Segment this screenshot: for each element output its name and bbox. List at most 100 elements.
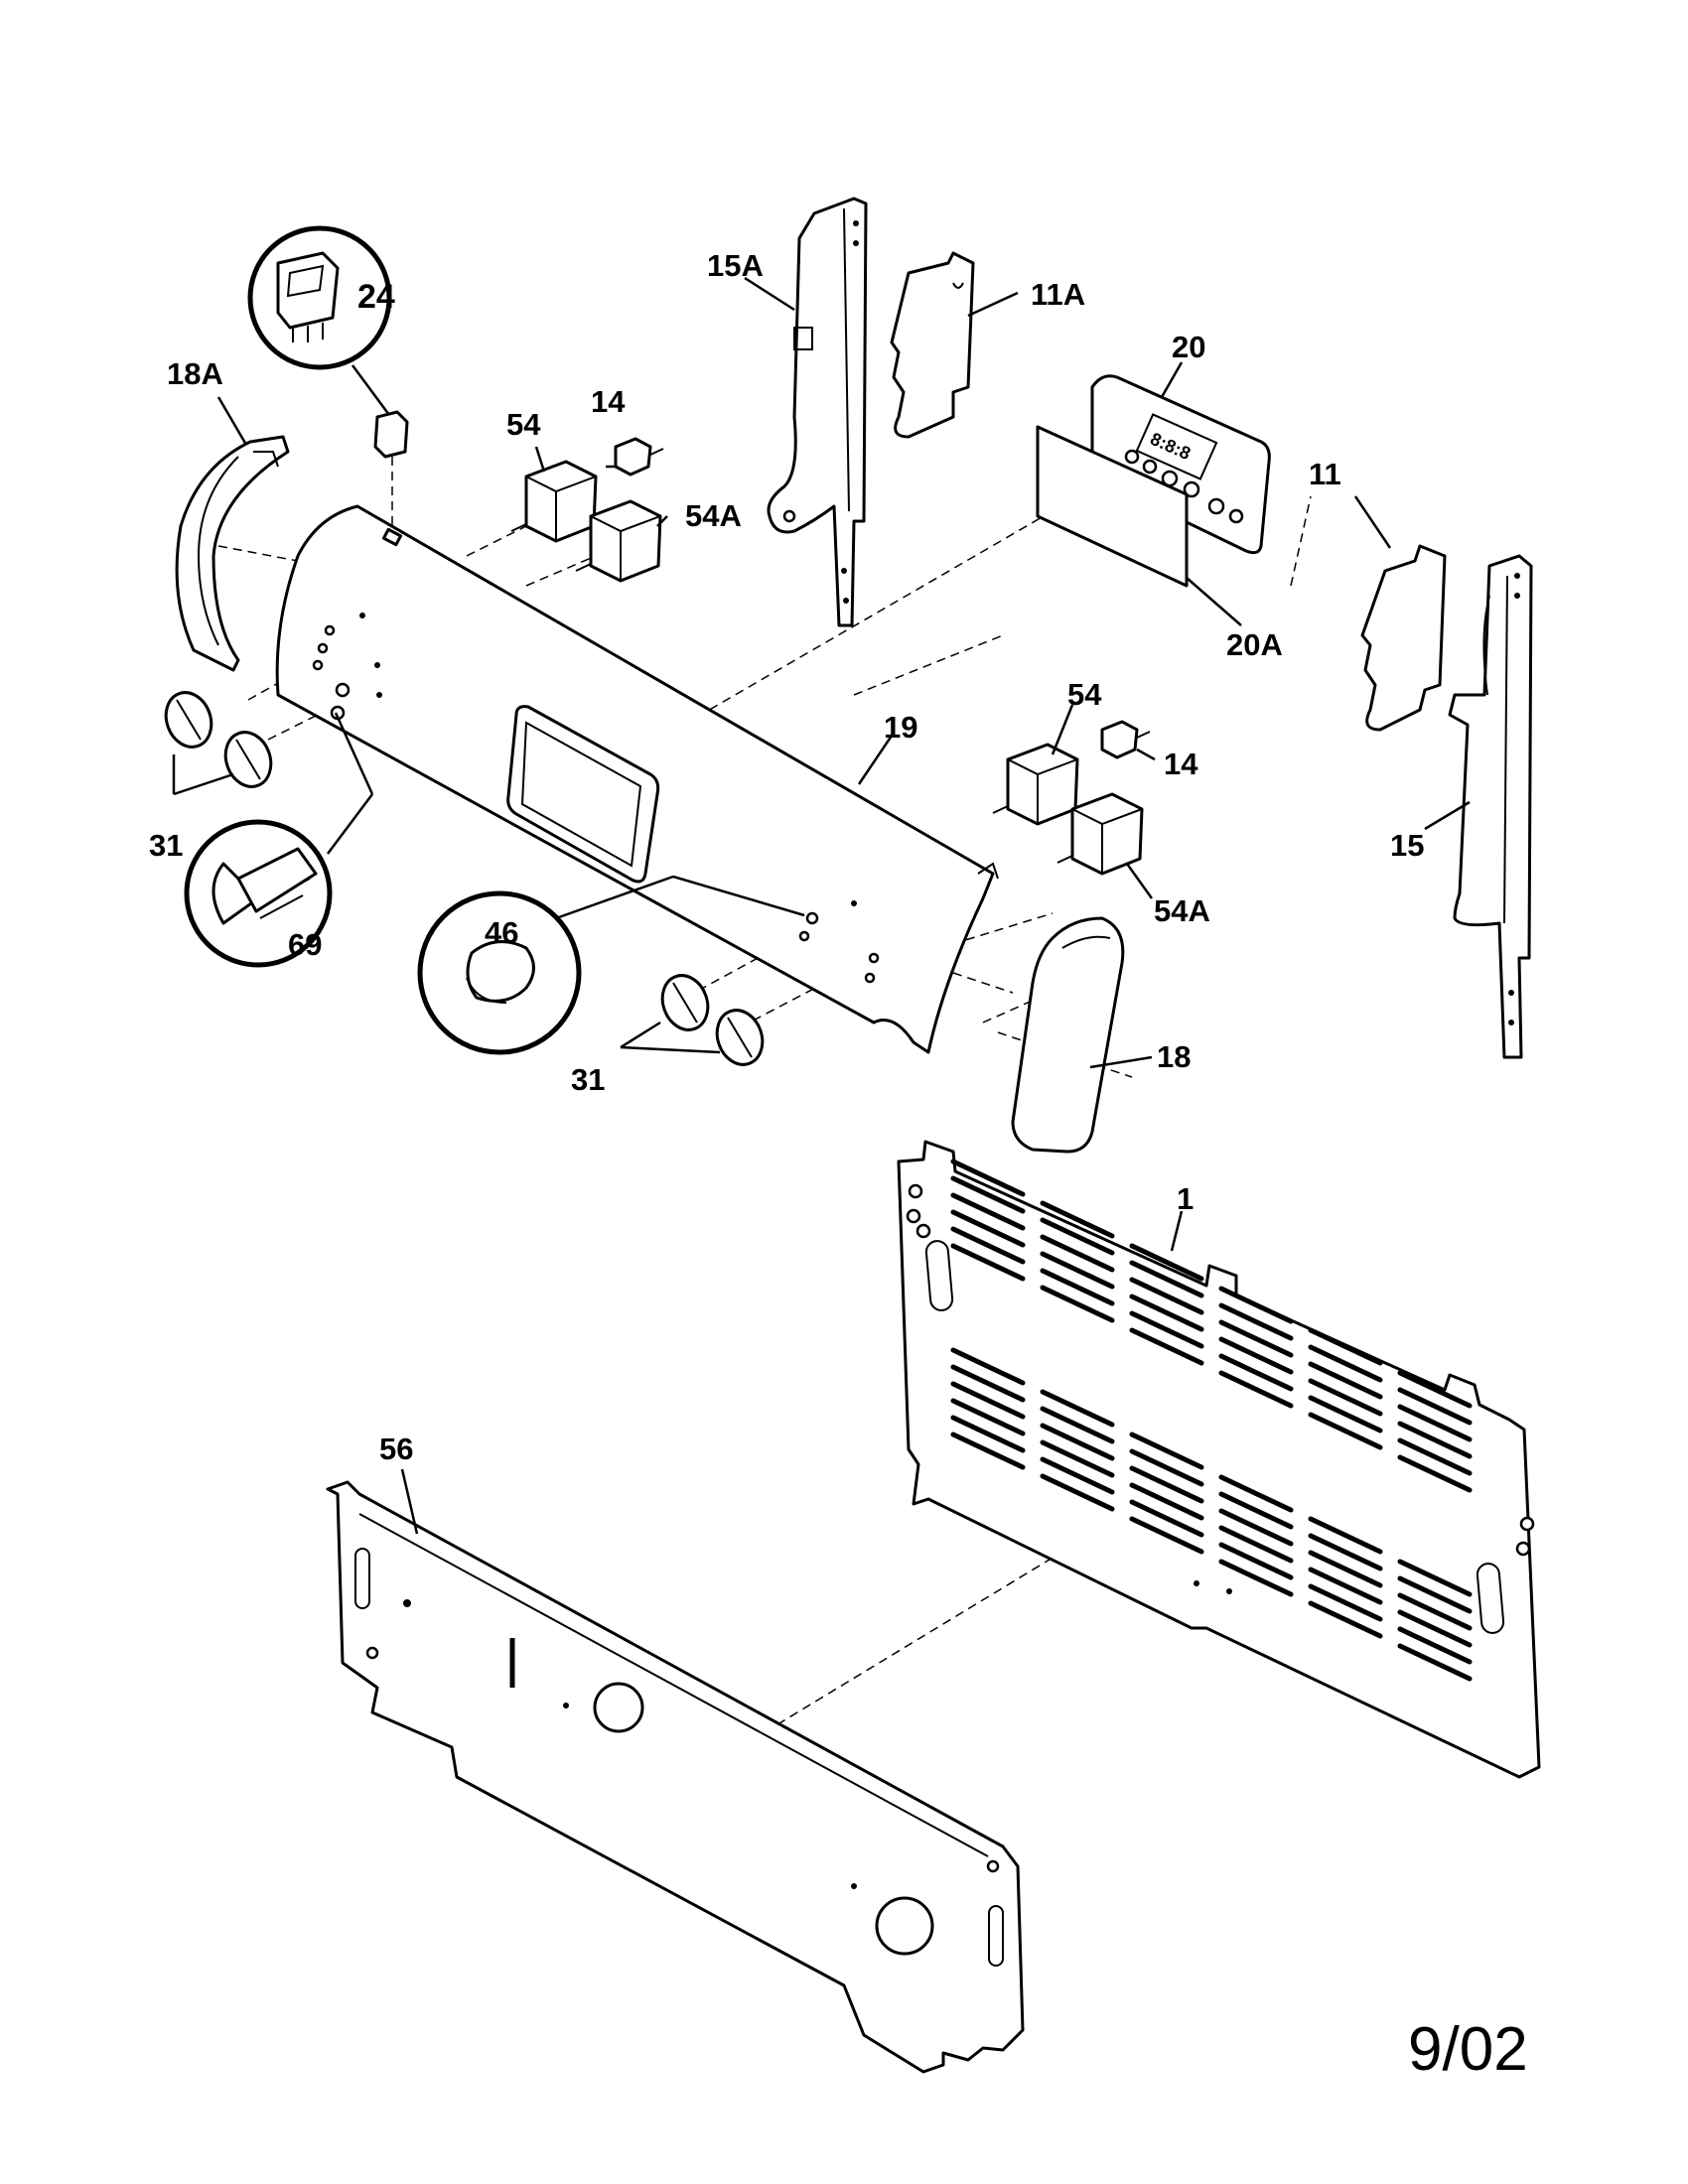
- vent-slot: [1040, 1389, 1115, 1428]
- vent-slot: [1129, 1327, 1204, 1366]
- vent-slot: [950, 1381, 1026, 1420]
- vent-slot: [1308, 1327, 1383, 1366]
- knob-31-left-a: [164, 691, 213, 749]
- side-bracket-15: [1448, 554, 1533, 1059]
- insulation-panel-11a: [890, 251, 975, 439]
- vent-slot: [1218, 1508, 1294, 1547]
- vent-slot: [1218, 1319, 1294, 1358]
- vent-slot: [1308, 1583, 1383, 1622]
- rocker-switch-24-small: [373, 410, 409, 459]
- side-bracket-15a: [767, 197, 868, 627]
- vent-slot: [1397, 1609, 1473, 1648]
- vent-slot: [1040, 1234, 1115, 1273]
- vent-slot: [950, 1432, 1026, 1470]
- vent-slot: [1218, 1302, 1294, 1341]
- vent-slot: [1129, 1432, 1204, 1470]
- vent-slot: [1129, 1465, 1204, 1504]
- vent-slot: [1397, 1626, 1473, 1665]
- vent-slot: [1308, 1412, 1383, 1450]
- vent-slot: [1129, 1294, 1204, 1332]
- vent-slot: [1129, 1448, 1204, 1487]
- vent-slot: [1308, 1378, 1383, 1417]
- vent-slot: [1218, 1353, 1294, 1392]
- label-part-54-left: 54: [506, 407, 541, 442]
- vent-slot: [1308, 1550, 1383, 1588]
- vent-slot: [1308, 1395, 1383, 1433]
- vent-slot: [950, 1364, 1026, 1403]
- label-part-31-left: 31: [149, 828, 183, 863]
- vent-slot: [1040, 1406, 1115, 1444]
- vent-slot: [1040, 1473, 1115, 1512]
- indicator-light-14-right: [1100, 720, 1151, 759]
- insulation-panel-11: [1360, 544, 1447, 732]
- vent-slot: [1040, 1200, 1115, 1239]
- vent-slot: [1129, 1499, 1204, 1538]
- vent-slot: [1308, 1600, 1383, 1639]
- label-part-20: 20: [1172, 330, 1205, 364]
- label-part-20a: 20A: [1226, 627, 1283, 662]
- label-leaders: [172, 276, 1471, 1535]
- vent-slot: [1218, 1336, 1294, 1375]
- label-part-56: 56: [379, 1432, 413, 1466]
- vent-slot: [950, 1398, 1026, 1436]
- vent-slot: [1397, 1592, 1473, 1631]
- vent-slot: [1218, 1286, 1294, 1324]
- clock-control-20: 8:8:8: [1090, 374, 1271, 555]
- label-part-18a: 18A: [167, 356, 223, 391]
- label-part-1: 1: [1177, 1181, 1194, 1216]
- label-part-15: 15: [1390, 828, 1424, 863]
- vent-slot: [1040, 1268, 1115, 1306]
- vent-slot: [1129, 1260, 1204, 1298]
- vent-slot: [950, 1226, 1026, 1265]
- vent-slot: [1218, 1491, 1294, 1530]
- vent-slot: [1397, 1643, 1473, 1682]
- vent-slot: [1129, 1516, 1204, 1555]
- vent-slot: [1397, 1454, 1473, 1493]
- vent-slot: [1040, 1285, 1115, 1323]
- label-part-11: 11: [1309, 457, 1341, 491]
- vent-slot: [950, 1159, 1026, 1197]
- label-part-15a: 15A: [707, 248, 764, 283]
- indicator-light-14-left: [614, 437, 664, 477]
- vent-slot: [950, 1175, 1026, 1214]
- label-part-31-right: 31: [571, 1062, 605, 1097]
- vent-slot: [950, 1347, 1026, 1386]
- label-part-46: 46: [485, 915, 518, 950]
- callout-69: [184, 712, 374, 968]
- label-part-24: 24: [357, 278, 395, 316]
- vent-slot: [1129, 1310, 1204, 1349]
- label-part-11a: 11A: [1031, 277, 1085, 312]
- switch-54-right: [992, 743, 1079, 826]
- vent-slot: [1397, 1437, 1473, 1476]
- label-part-54-right: 54: [1067, 677, 1102, 712]
- vent-slot: [1218, 1559, 1294, 1597]
- vent-slot: [1397, 1575, 1473, 1614]
- vent-slot: [1397, 1387, 1473, 1426]
- switch-54a-left: [575, 499, 662, 583]
- vent-slot: [1040, 1456, 1115, 1495]
- vent-slot: [1040, 1217, 1115, 1256]
- vent-slot: [1308, 1516, 1383, 1555]
- label-part-19: 19: [884, 710, 917, 745]
- vent-slot: [1129, 1243, 1204, 1282]
- label-part-18: 18: [1157, 1039, 1191, 1074]
- vent-slot: [1308, 1567, 1383, 1605]
- label-part-69: 69: [288, 927, 322, 962]
- lower-bracket-56: [326, 1480, 1025, 2074]
- vent-slots: [950, 1159, 1473, 1682]
- vent-slot: [1218, 1525, 1294, 1564]
- label-part-54a-left: 54A: [685, 498, 742, 533]
- switch-54a-right: [1056, 792, 1144, 876]
- vent-slot: [1397, 1404, 1473, 1442]
- part-labels: 18A 24 54 14 54A 15A 11A 20 11 20A 19 54…: [149, 248, 1424, 1466]
- vent-slot: [1218, 1370, 1294, 1409]
- knob-31-right-a: [660, 974, 710, 1031]
- label-part-14-right: 14: [1164, 747, 1198, 781]
- revision-date: 9/02: [1408, 2015, 1528, 2084]
- switch-54-left: [510, 460, 598, 543]
- knob-31-right-b: [715, 1009, 765, 1066]
- vent-slot: [1397, 1370, 1473, 1409]
- vent-slot: [950, 1415, 1026, 1453]
- vent-slot: [950, 1192, 1026, 1231]
